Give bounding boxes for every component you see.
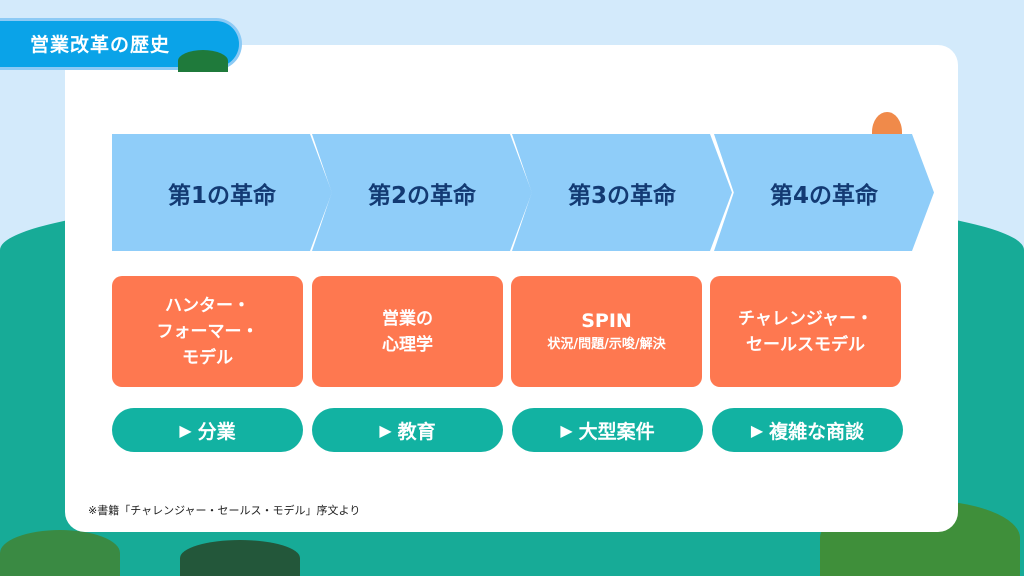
model-text: ハンター・ — [165, 295, 250, 316]
model-text: フォーマー・ — [156, 321, 259, 342]
result-text: 分業 — [197, 420, 236, 443]
result-text: 教育 — [397, 420, 436, 443]
play-icon: ▶ — [750, 420, 764, 440]
page-title: 営業改革の歴史 — [30, 34, 171, 56]
chevron-revolution-1: 第1の革命 — [112, 134, 332, 251]
chevron-revolution-2: 第2の革命 — [312, 134, 532, 251]
model-text: 営業の — [382, 308, 433, 329]
chevron-label: 第4の革命 — [769, 182, 878, 209]
model-box-3: SPIN 状況/問題/示唆/解決 — [511, 276, 702, 387]
result-pill-2: ▶教育 — [312, 408, 503, 452]
model-text: SPIN — [581, 309, 632, 332]
result-text: 大型案件 — [578, 420, 655, 443]
model-box-4: チャレンジャー・ セールスモデル — [710, 276, 901, 387]
chevron-revolution-3: 第3の革命 — [512, 134, 732, 251]
play-icon: ▶ — [179, 420, 192, 440]
bush-decoration — [178, 50, 228, 72]
source-note: ※書籍「チャレンジャー・セールス・モデル」序文より — [88, 504, 361, 517]
model-box-2: 営業の 心理学 — [312, 276, 503, 387]
bush-decoration — [180, 540, 300, 576]
model-subtext: 状況/問題/示唆/解決 — [547, 336, 666, 352]
model-text: セールスモデル — [746, 334, 865, 355]
result-pill-1: ▶分業 — [112, 408, 303, 452]
chevron-label: 第3の革命 — [567, 182, 676, 209]
model-text: チャレンジャー・ — [738, 308, 873, 329]
result-text: 複雑な商談 — [769, 420, 865, 443]
play-icon: ▶ — [379, 420, 392, 440]
model-text: 心理学 — [382, 334, 433, 355]
bush-decoration — [0, 530, 120, 576]
chevron-label: 第1の革命 — [167, 182, 276, 209]
result-pill-4: ▶複雑な商談 — [712, 408, 903, 452]
model-text: モデル — [182, 347, 233, 368]
result-pill-3: ▶大型案件 — [512, 408, 703, 452]
chevron-label: 第2の革命 — [367, 182, 476, 209]
model-box-1: ハンター・ フォーマー・ モデル — [112, 276, 303, 387]
play-icon: ▶ — [560, 420, 573, 440]
chevron-revolution-4: 第4の革命 — [714, 134, 934, 251]
